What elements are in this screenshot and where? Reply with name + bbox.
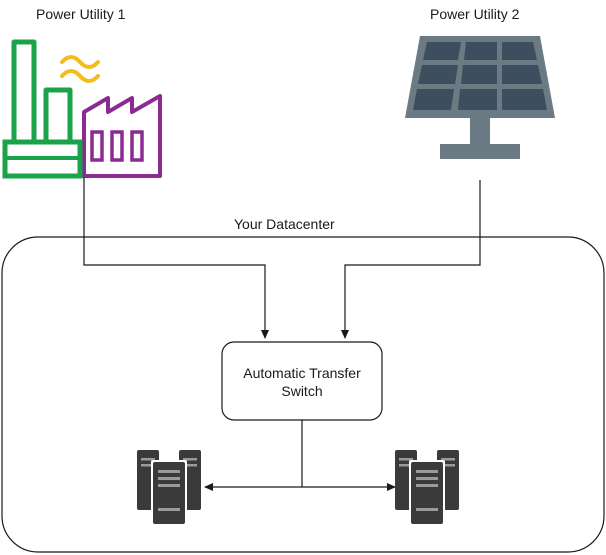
server-rack-icon [395, 450, 459, 526]
solar-panel-icon [405, 36, 555, 159]
datacenter-label: Your Datacenter [234, 216, 335, 232]
ats-label-line-2: Switch [281, 383, 323, 399]
ats-label-line-1: Automatic Transfer [243, 365, 361, 381]
utility-2-label: Power Utility 2 [430, 6, 520, 22]
factory-icon [2, 39, 162, 179]
utility-2-connector [341, 180, 481, 339]
ats-label: Automatic Transfer Switch [222, 364, 382, 400]
utility-1-label: Power Utility 1 [36, 6, 126, 22]
server-rack-icon [137, 450, 201, 526]
utility-1-connector [83, 177, 269, 339]
datacenter-boundary [1, 236, 605, 553]
